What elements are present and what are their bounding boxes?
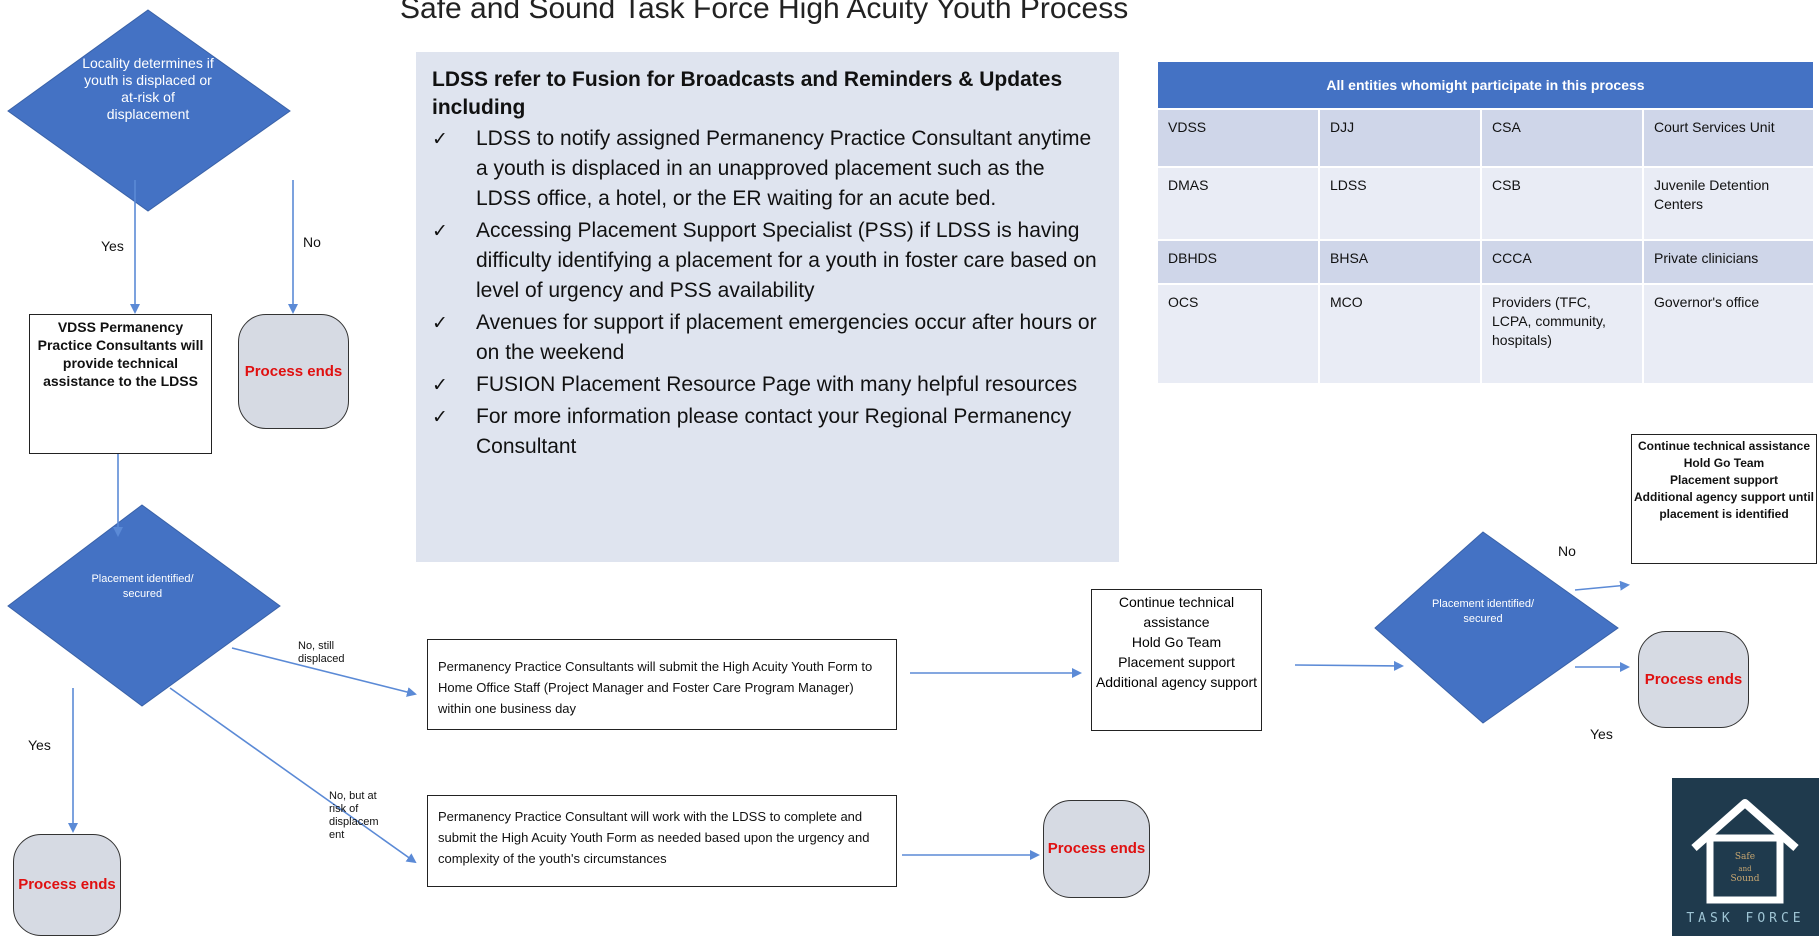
list-item: ✓LDSS to notify assigned Permanency Prac… — [432, 124, 1103, 214]
process-ends-terminal: Process ends — [13, 834, 121, 936]
table-cell: DBHDS — [1156, 239, 1320, 285]
decision-text-placement-2: Placement identified/ secured — [1431, 598, 1535, 625]
vdss-consultants-box: VDSS Permanency Practice Consultants wil… — [29, 314, 212, 454]
continue-assistance-box: Continue technical assistance Hold Go Te… — [1091, 589, 1262, 731]
page-title: Safe and Sound Task Force High Acuity Yo… — [400, 0, 1129, 25]
table-cell: OCS — [1156, 283, 1320, 385]
table-cell: VDSS — [1156, 108, 1320, 168]
entities-table-header: All entities whomight participate in thi… — [1156, 60, 1815, 110]
logo-word-sound: Sound — [1730, 874, 1760, 884]
table-row: DBHDS BHSA CCCA Private clinicians — [1156, 239, 1815, 285]
decision-text-placement-1: Placement identified/ secured — [91, 573, 194, 600]
house-icon — [1691, 799, 1799, 904]
list-item: ✓Accessing Placement Support Specialist … — [432, 216, 1103, 306]
check-icon: ✓ — [432, 374, 448, 396]
fusion-info-panel: LDSS refer to Fusion for Broadcasts and … — [416, 52, 1119, 562]
table-cell: Court Services Unit — [1642, 108, 1815, 168]
check-icon: ✓ — [432, 128, 448, 150]
edge-label-no-still-displaced: No, still displaced — [298, 640, 345, 665]
decision-text-displaced: Locality determines if youth is displace… — [82, 55, 214, 122]
list-item: ✓Avenues for support if placement emerge… — [432, 308, 1103, 368]
edge-label-yes: Yes — [101, 238, 124, 254]
table-cell: BHSA — [1318, 239, 1482, 285]
table-cell: Governor's office — [1642, 283, 1815, 385]
logo-word-and: and — [1738, 865, 1752, 873]
continue-assistance-until-placed-text: Continue technical assistance Hold Go Te… — [1634, 439, 1814, 521]
vdss-consultants-text: VDSS Permanency Practice Consultants wil… — [37, 319, 204, 389]
edge-label-yes: Yes — [1590, 726, 1613, 742]
table-cell: Private clinicians — [1642, 239, 1815, 285]
work-with-ldss-box: Permanency Practice Consultant will work… — [427, 795, 897, 887]
table-cell: CSA — [1480, 108, 1644, 168]
submit-form-box: Permanency Practice Consultants will sub… — [427, 639, 897, 730]
decision-diamond-displaced — [7, 9, 291, 212]
entities-table: All entities whomight participate in thi… — [1156, 60, 1815, 385]
table-cell: Juvenile Detention Centers — [1642, 166, 1815, 241]
table-cell: Providers (TFC, LCPA, community, hospita… — [1480, 283, 1644, 385]
work-with-ldss-text: Permanency Practice Consultant will work… — [438, 809, 870, 866]
logo-band-text: TASK FORCE — [1686, 911, 1805, 926]
table-cell: CCCA — [1480, 239, 1644, 285]
table-row: OCS MCO Providers (TFC, LCPA, community,… — [1156, 283, 1815, 385]
edge-label-no: No — [303, 234, 321, 250]
logo-word-safe: Safe — [1734, 852, 1756, 862]
continue-assistance-until-placed-box: Continue technical assistance Hold Go Te… — [1631, 434, 1817, 564]
check-icon: ✓ — [432, 220, 448, 242]
edge-label-no: No — [1558, 543, 1576, 559]
table-cell: MCO — [1318, 283, 1482, 385]
continue-assistance-text: Continue technical assistance Hold Go Te… — [1095, 594, 1258, 690]
edge-label-no-at-risk: No, but at risk of displacem ent — [329, 790, 379, 841]
decision-diamond-placement-1 — [7, 504, 281, 707]
process-ends-terminal: Process ends — [1638, 631, 1749, 728]
list-item: ✓For more information please contact you… — [432, 402, 1103, 462]
panel-list: ✓LDSS to notify assigned Permanency Prac… — [432, 124, 1103, 462]
submit-form-text: Permanency Practice Consultants will sub… — [438, 659, 873, 716]
table-cell: DJJ — [1318, 108, 1482, 168]
table-cell: LDSS — [1318, 166, 1482, 241]
table-cell: DMAS — [1156, 166, 1320, 241]
table-cell: CSB — [1480, 166, 1644, 241]
table-row: DMAS LDSS CSB Juvenile Detention Centers — [1156, 166, 1815, 241]
panel-heading: LDSS refer to Fusion for Broadcasts and … — [432, 68, 1063, 119]
list-item: ✓FUSION Placement Resource Page with man… — [432, 370, 1103, 400]
check-icon: ✓ — [432, 406, 448, 428]
decision-diamond-placement-2 — [1374, 531, 1619, 724]
edge-label-yes: Yes — [28, 737, 51, 753]
task-force-logo: Safe and Sound TASK FORCE — [1672, 778, 1819, 936]
check-icon: ✓ — [432, 312, 448, 334]
table-row: VDSS DJJ CSA Court Services Unit — [1156, 108, 1815, 168]
process-ends-terminal: Process ends — [1043, 800, 1150, 898]
process-ends-terminal: Process ends — [238, 314, 349, 429]
